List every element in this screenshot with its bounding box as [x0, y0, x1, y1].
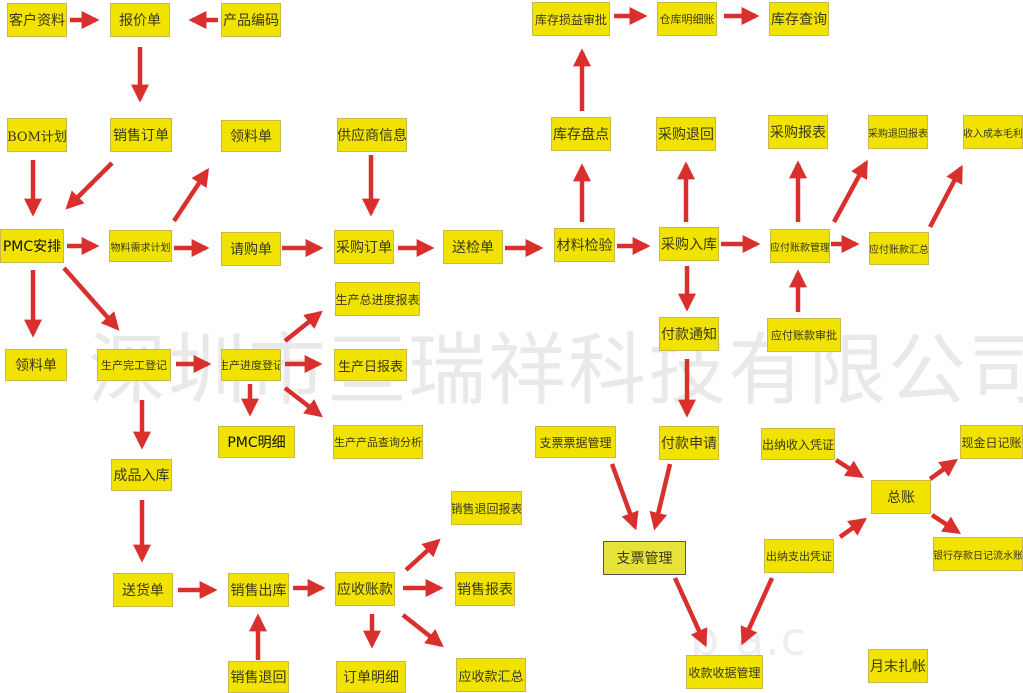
node-cheque-bill-management[interactable]: 支票票据管理: [535, 426, 616, 458]
node-stock-take[interactable]: 库存盘点: [551, 117, 611, 151]
node-finished-goods-in[interactable]: 成品入库: [111, 459, 172, 491]
node-pmc-schedule[interactable]: PMC安排: [0, 229, 64, 263]
node-production-completion[interactable]: 生产完工登记: [97, 349, 171, 381]
node-mrp[interactable]: 物料需求计划: [109, 230, 172, 262]
node-general-ledger[interactable]: 总账: [871, 480, 931, 514]
node-material-inspection[interactable]: 材料检验: [554, 228, 615, 262]
node-cheque-management[interactable]: 支票管理: [603, 541, 686, 575]
node-sales-return[interactable]: 销售退回: [228, 661, 289, 693]
node-payment-request[interactable]: 付款申请: [659, 426, 719, 460]
node-production-total-report[interactable]: 生产总进度报表: [335, 282, 420, 316]
node-supplier-info[interactable]: 供应商信息: [337, 118, 407, 152]
node-pmc-detail[interactable]: PMC明细: [218, 426, 295, 458]
node-ar-summary[interactable]: 应收款汇总: [456, 658, 526, 692]
node-purchase-order[interactable]: 采购订单: [334, 230, 394, 264]
node-accounts-receivable[interactable]: 应收账款: [335, 572, 395, 606]
node-purchase-report[interactable]: 采购报表: [768, 115, 828, 149]
node-material-requisition-left[interactable]: 领料单: [5, 349, 67, 381]
node-production-query-analysis[interactable]: 生产产品查询分析: [333, 425, 423, 459]
node-payment-notice[interactable]: 付款通知: [659, 317, 719, 351]
node-material-requisition-top[interactable]: 领料单: [221, 120, 281, 152]
node-receipt-management[interactable]: 收款收据管理: [686, 655, 763, 689]
node-income-cost-margin[interactable]: 收入成本毛利: [963, 115, 1023, 149]
node-inspection-form[interactable]: 送检单: [443, 230, 503, 264]
node-sales-report[interactable]: 销售报表: [455, 572, 515, 606]
node-production-progress[interactable]: 生产进度登记: [221, 349, 281, 381]
node-sales-out[interactable]: 销售出库: [228, 573, 289, 607]
node-ap-approval[interactable]: 应付账款审批: [767, 318, 841, 352]
node-warehouse-ledger[interactable]: 仓库明细账: [657, 2, 717, 36]
node-order-detail[interactable]: 订单明细: [336, 661, 406, 693]
node-month-end-close[interactable]: 月末扎帐: [868, 649, 928, 683]
node-production-daily-report[interactable]: 生产日报表: [334, 349, 407, 381]
node-ap-management[interactable]: 应付账款管理: [770, 229, 830, 263]
node-delivery-note[interactable]: 送货单: [113, 573, 173, 607]
node-bom-plan[interactable]: BOM计划: [7, 118, 67, 152]
node-purchase-return-report[interactable]: 采购退回报表: [868, 115, 928, 149]
node-ap-summary[interactable]: 应付账款汇总: [869, 232, 929, 265]
node-inventory-query[interactable]: 库存查询: [769, 2, 829, 36]
node-purchase-receipt[interactable]: 采购入库: [659, 227, 719, 261]
node-product-code[interactable]: 产品编码: [221, 3, 281, 37]
node-bank-journal[interactable]: 银行存款日记流水账: [933, 537, 1023, 571]
node-purchase-request[interactable]: 请购单: [221, 232, 281, 266]
node-purchase-return[interactable]: 采购退回: [656, 117, 716, 151]
node-sales-return-report[interactable]: 销售退回报表: [451, 491, 522, 525]
node-cashier-income-voucher[interactable]: 出纳收入凭证: [761, 428, 835, 460]
node-customer-info[interactable]: 客户资料: [7, 3, 67, 37]
node-cashier-expense-voucher[interactable]: 出纳支出凭证: [764, 539, 834, 573]
node-sales-order[interactable]: 销售订单: [110, 118, 172, 152]
node-quotation[interactable]: 报价单: [110, 3, 170, 37]
node-cash-journal[interactable]: 现金日记账: [960, 425, 1023, 459]
node-inventory-adjustment-approval[interactable]: 库存损益审批: [532, 2, 610, 36]
